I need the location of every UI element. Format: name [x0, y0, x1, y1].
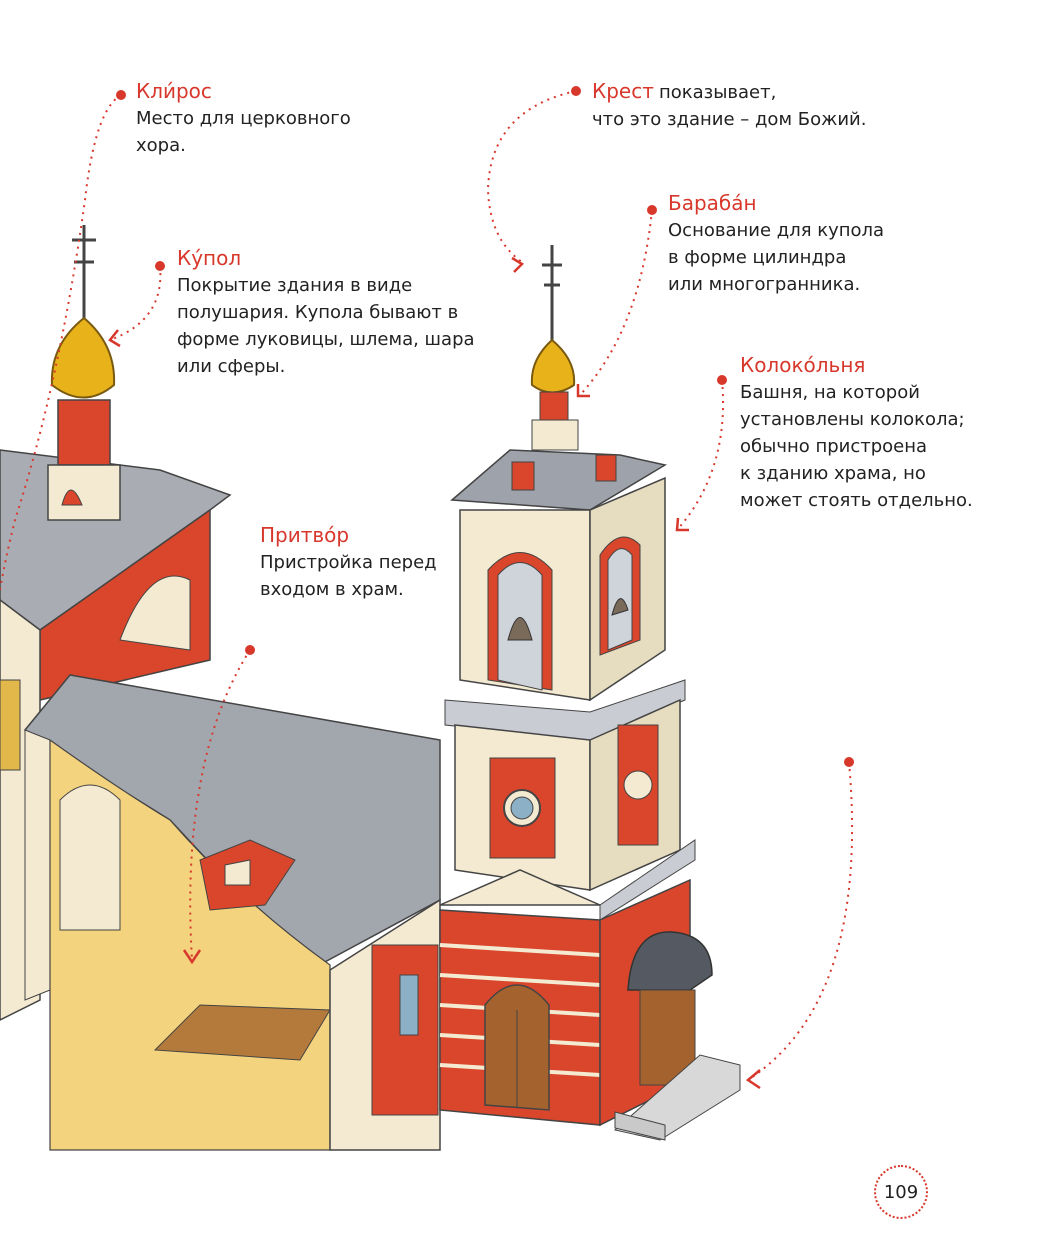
- desc-krest-line1: показывает,: [658, 82, 777, 103]
- label-kliros: Кли́рос Место для церковного хора.: [136, 78, 436, 159]
- vestibule: [23, 674, 441, 1151]
- leader-lines: [0, 90, 854, 1081]
- term-baraban: Бараба́н: [668, 191, 757, 215]
- term-kolokolnya: Колоко́льня: [740, 353, 866, 377]
- term-kliros: Кли́рос: [136, 79, 212, 103]
- leader-arrowheads: [108, 256, 761, 1090]
- left-dome: [47, 225, 121, 521]
- desc-kliros: Место для церковного хора.: [136, 108, 351, 156]
- label-pritvor: Притво́р Пристройка перед входом в храм.: [260, 522, 500, 603]
- label-kupol: Ку́пол Покрытие здания в виде полушария.…: [177, 245, 517, 380]
- term-krest: Крест: [592, 79, 654, 103]
- desc-kupol: Покрытие здания в виде полушария. Купола…: [177, 275, 475, 377]
- porch: [613, 931, 741, 1141]
- label-krest: Крест показывает, что это здание – дом Б…: [592, 78, 922, 133]
- desc-kolokolnya: Башня, на которой установлены колокола; …: [740, 382, 973, 511]
- desc-krest-line2: что это здание – дом Божий.: [592, 109, 867, 130]
- label-kolokolnya: Колоко́льня Башня, на которой установлен…: [740, 352, 1040, 514]
- term-pritvor: Притво́р: [260, 523, 350, 547]
- page-number: 109: [874, 1165, 928, 1219]
- desc-baraban: Основание для купола в форме цилиндра ил…: [668, 220, 885, 295]
- desc-pritvor: Пристройка перед входом в храм.: [260, 552, 437, 600]
- label-baraban: Бараба́н Основание для купола в форме ци…: [668, 190, 968, 298]
- leader-dots: [116, 86, 854, 767]
- term-kupol: Ку́пол: [177, 246, 242, 270]
